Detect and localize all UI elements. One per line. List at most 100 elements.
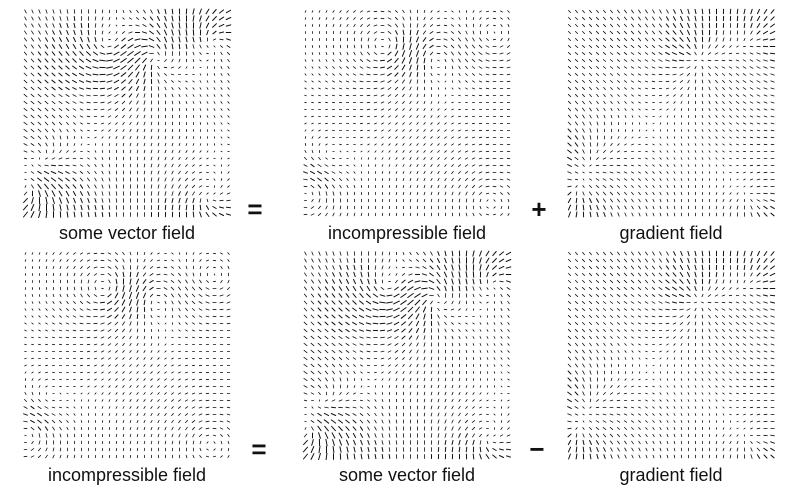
vector-arrow	[164, 59, 167, 62]
vector-arrow	[672, 272, 677, 277]
vector-arrow	[150, 121, 153, 126]
vector-arrow	[66, 122, 69, 125]
vector-arrow	[485, 10, 490, 13]
vector-arrow	[735, 59, 740, 62]
vector-arrow	[610, 101, 613, 104]
vector-arrow	[94, 286, 97, 291]
vector-arrow	[52, 447, 55, 452]
vector-arrow	[206, 150, 209, 153]
vector-arrow	[444, 94, 447, 97]
vector-arrow	[686, 44, 691, 49]
vector-arrow	[227, 143, 230, 146]
vector-arrow	[610, 205, 613, 210]
vector-arrow	[213, 171, 216, 174]
vector-arrow	[624, 101, 627, 104]
vector-arrow	[666, 399, 669, 402]
vector-arrow	[346, 439, 349, 446]
vector-arrow	[199, 259, 202, 262]
vector-arrow	[486, 301, 489, 304]
vector-arrow	[437, 191, 440, 196]
vector-arrow	[722, 87, 725, 90]
vector-arrow	[157, 156, 160, 161]
vector-arrow	[444, 170, 447, 175]
vector-arrow	[143, 350, 146, 353]
vector-arrow	[437, 59, 440, 62]
vector-arrow	[178, 259, 181, 262]
vector-arrow	[115, 433, 118, 438]
vector-arrow	[742, 59, 747, 62]
vector-arrow	[701, 79, 704, 84]
vector-arrow	[51, 183, 56, 190]
vector-arrow	[198, 315, 203, 318]
vector-arrow	[652, 164, 655, 167]
vector-arrow	[582, 171, 585, 174]
vector-arrow	[387, 350, 392, 353]
vector-arrow	[30, 135, 35, 140]
vector-arrow	[610, 349, 613, 354]
vector-arrow	[749, 38, 754, 41]
vector-arrow	[352, 87, 357, 90]
vector-arrow	[164, 336, 167, 339]
vector-arrow	[651, 322, 656, 325]
vector-arrow	[574, 135, 579, 140]
vector-arrow	[623, 171, 628, 174]
vector-arrow	[227, 185, 230, 188]
vector-arrow	[457, 143, 462, 146]
vector-arrow	[493, 420, 496, 423]
vector-arrow	[58, 65, 63, 70]
vector-arrow	[23, 114, 28, 119]
vector-arrow	[304, 59, 307, 62]
vector-arrow	[345, 286, 350, 291]
vector-arrow	[185, 440, 188, 445]
vector-arrow	[171, 350, 174, 353]
vector-arrow	[423, 412, 426, 417]
vector-arrow	[171, 184, 174, 189]
vector-arrow	[465, 30, 468, 35]
vector-arrow	[429, 31, 434, 34]
vector-arrow	[58, 58, 63, 63]
vector-arrow	[395, 101, 398, 104]
vector-arrow	[423, 93, 426, 98]
vector-arrow	[303, 164, 308, 167]
vector-arrow	[589, 135, 592, 140]
vector-arrow	[87, 378, 90, 381]
vector-arrow	[106, 87, 113, 90]
vector-arrow	[567, 128, 572, 133]
vector-arrow	[150, 135, 153, 140]
vector-arrow	[673, 164, 676, 167]
vector-arrow	[212, 16, 217, 21]
vector-arrow	[465, 446, 468, 453]
vector-arrow	[136, 9, 139, 14]
vector-arrow	[444, 198, 447, 203]
vector-arrow	[742, 87, 747, 90]
vector-arrow	[443, 45, 448, 48]
vector-arrow	[450, 44, 455, 49]
vector-arrow	[729, 205, 732, 210]
vector-arrow	[38, 30, 41, 35]
vector-arrow	[567, 171, 572, 174]
vector-arrow	[51, 44, 56, 49]
vector-arrow	[638, 350, 641, 353]
vector-arrow	[129, 335, 132, 340]
vector-arrow	[500, 427, 503, 430]
vector-arrow	[409, 108, 412, 111]
vector-arrow	[44, 406, 49, 409]
vector-arrow	[113, 51, 120, 56]
vector-arrow	[659, 357, 662, 360]
vector-arrow	[493, 329, 496, 332]
vector-arrow	[423, 164, 426, 167]
vector-arrow	[416, 86, 419, 91]
vector-arrow	[736, 37, 739, 42]
vector-arrow	[637, 301, 642, 304]
vector-arrow	[588, 16, 593, 21]
vector-arrow	[616, 301, 621, 304]
vector-arrow	[479, 10, 482, 13]
vector-arrow	[324, 286, 329, 291]
vector-arrow	[769, 38, 776, 41]
vector-arrow	[213, 164, 216, 167]
vector-arrow	[113, 58, 120, 63]
vector-arrow	[694, 79, 697, 84]
vector-arrow	[317, 307, 322, 312]
vector-arrow	[708, 44, 711, 49]
vector-arrow	[395, 184, 398, 189]
